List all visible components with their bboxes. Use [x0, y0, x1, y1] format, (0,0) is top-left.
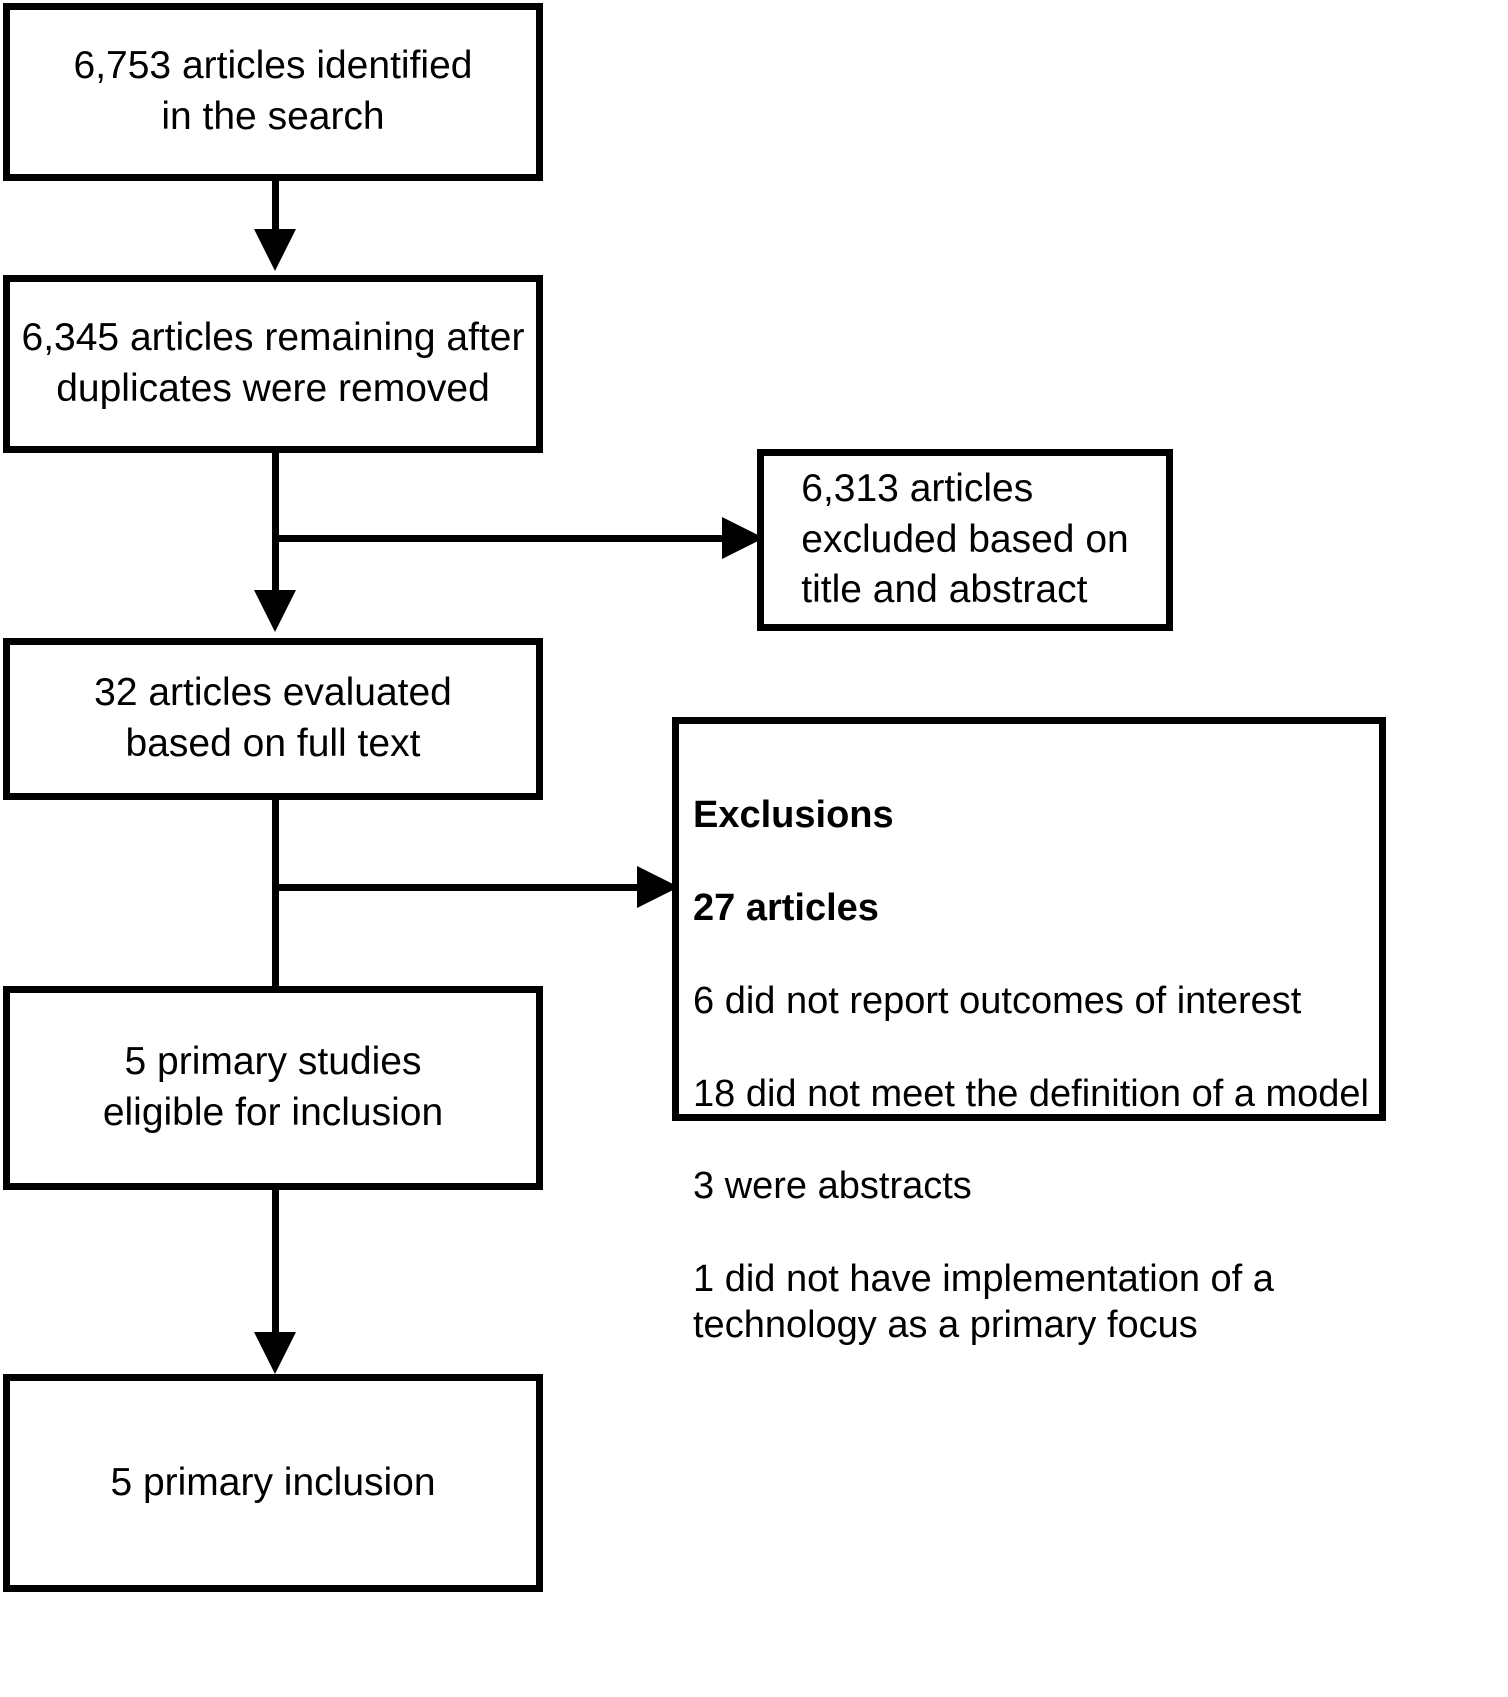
arrowhead-into-fulltext — [254, 590, 296, 632]
node-primary-inclusion: 5 primary inclusion — [3, 1374, 543, 1592]
node-duplicates-removed-label: 6,345 articles remaining after duplicate… — [21, 316, 525, 410]
node-articles-identified: 6,753 articles identified in the search — [3, 3, 543, 181]
node-excluded-title-abstract: 6,313 articles excluded based on title a… — [757, 449, 1173, 631]
connector-to-excluded-title-abstract — [276, 535, 726, 542]
connector-identified-to-duplicates — [272, 181, 279, 233]
exclusions-heading: Exclusions — [693, 794, 894, 837]
connector-duplicates-to-fulltext — [272, 453, 279, 593]
node-eligible-studies-label: 5 primary studies eligible for inclusion — [102, 1040, 444, 1134]
exclusions-reason-2: 18 did not meet the definition of a mode… — [693, 1072, 1370, 1115]
node-primary-inclusion-label: 5 primary inclusion — [110, 1460, 436, 1504]
connector-fulltext-to-eligible — [272, 800, 279, 990]
node-full-text-evaluated-label: 32 articles evaluated based on full text — [94, 671, 452, 765]
node-exclusions-detail-label: Exclusions 27 articles 6 did not report … — [693, 746, 1369, 1395]
arrowhead-into-inclusion — [254, 1332, 296, 1374]
node-eligible-studies: 5 primary studies eligible for inclusion — [3, 986, 543, 1190]
exclusions-count: 27 articles — [693, 887, 879, 930]
node-exclusions-detail: Exclusions 27 articles 6 did not report … — [672, 717, 1386, 1346]
node-full-text-evaluated: 32 articles evaluated based on full text — [3, 638, 543, 800]
node-duplicates-removed: 6,345 articles remaining after duplicate… — [3, 275, 543, 453]
exclusions-reason-3: 3 were abstracts — [693, 1165, 972, 1208]
connector-eligible-to-inclusion — [272, 1190, 279, 1337]
exclusions-reason-4: 1 did not have implementation of a techn… — [693, 1257, 1274, 1347]
node-excluded-title-abstract-label: 6,313 articles excluded based on title a… — [801, 466, 1129, 612]
exclusions-reason-1: 6 did not report outcomes of interest — [693, 979, 1302, 1022]
node-articles-identified-label: 6,753 articles identified in the search — [73, 44, 473, 138]
connector-to-exclusions — [276, 884, 641, 891]
arrowhead-into-duplicates — [254, 229, 296, 271]
